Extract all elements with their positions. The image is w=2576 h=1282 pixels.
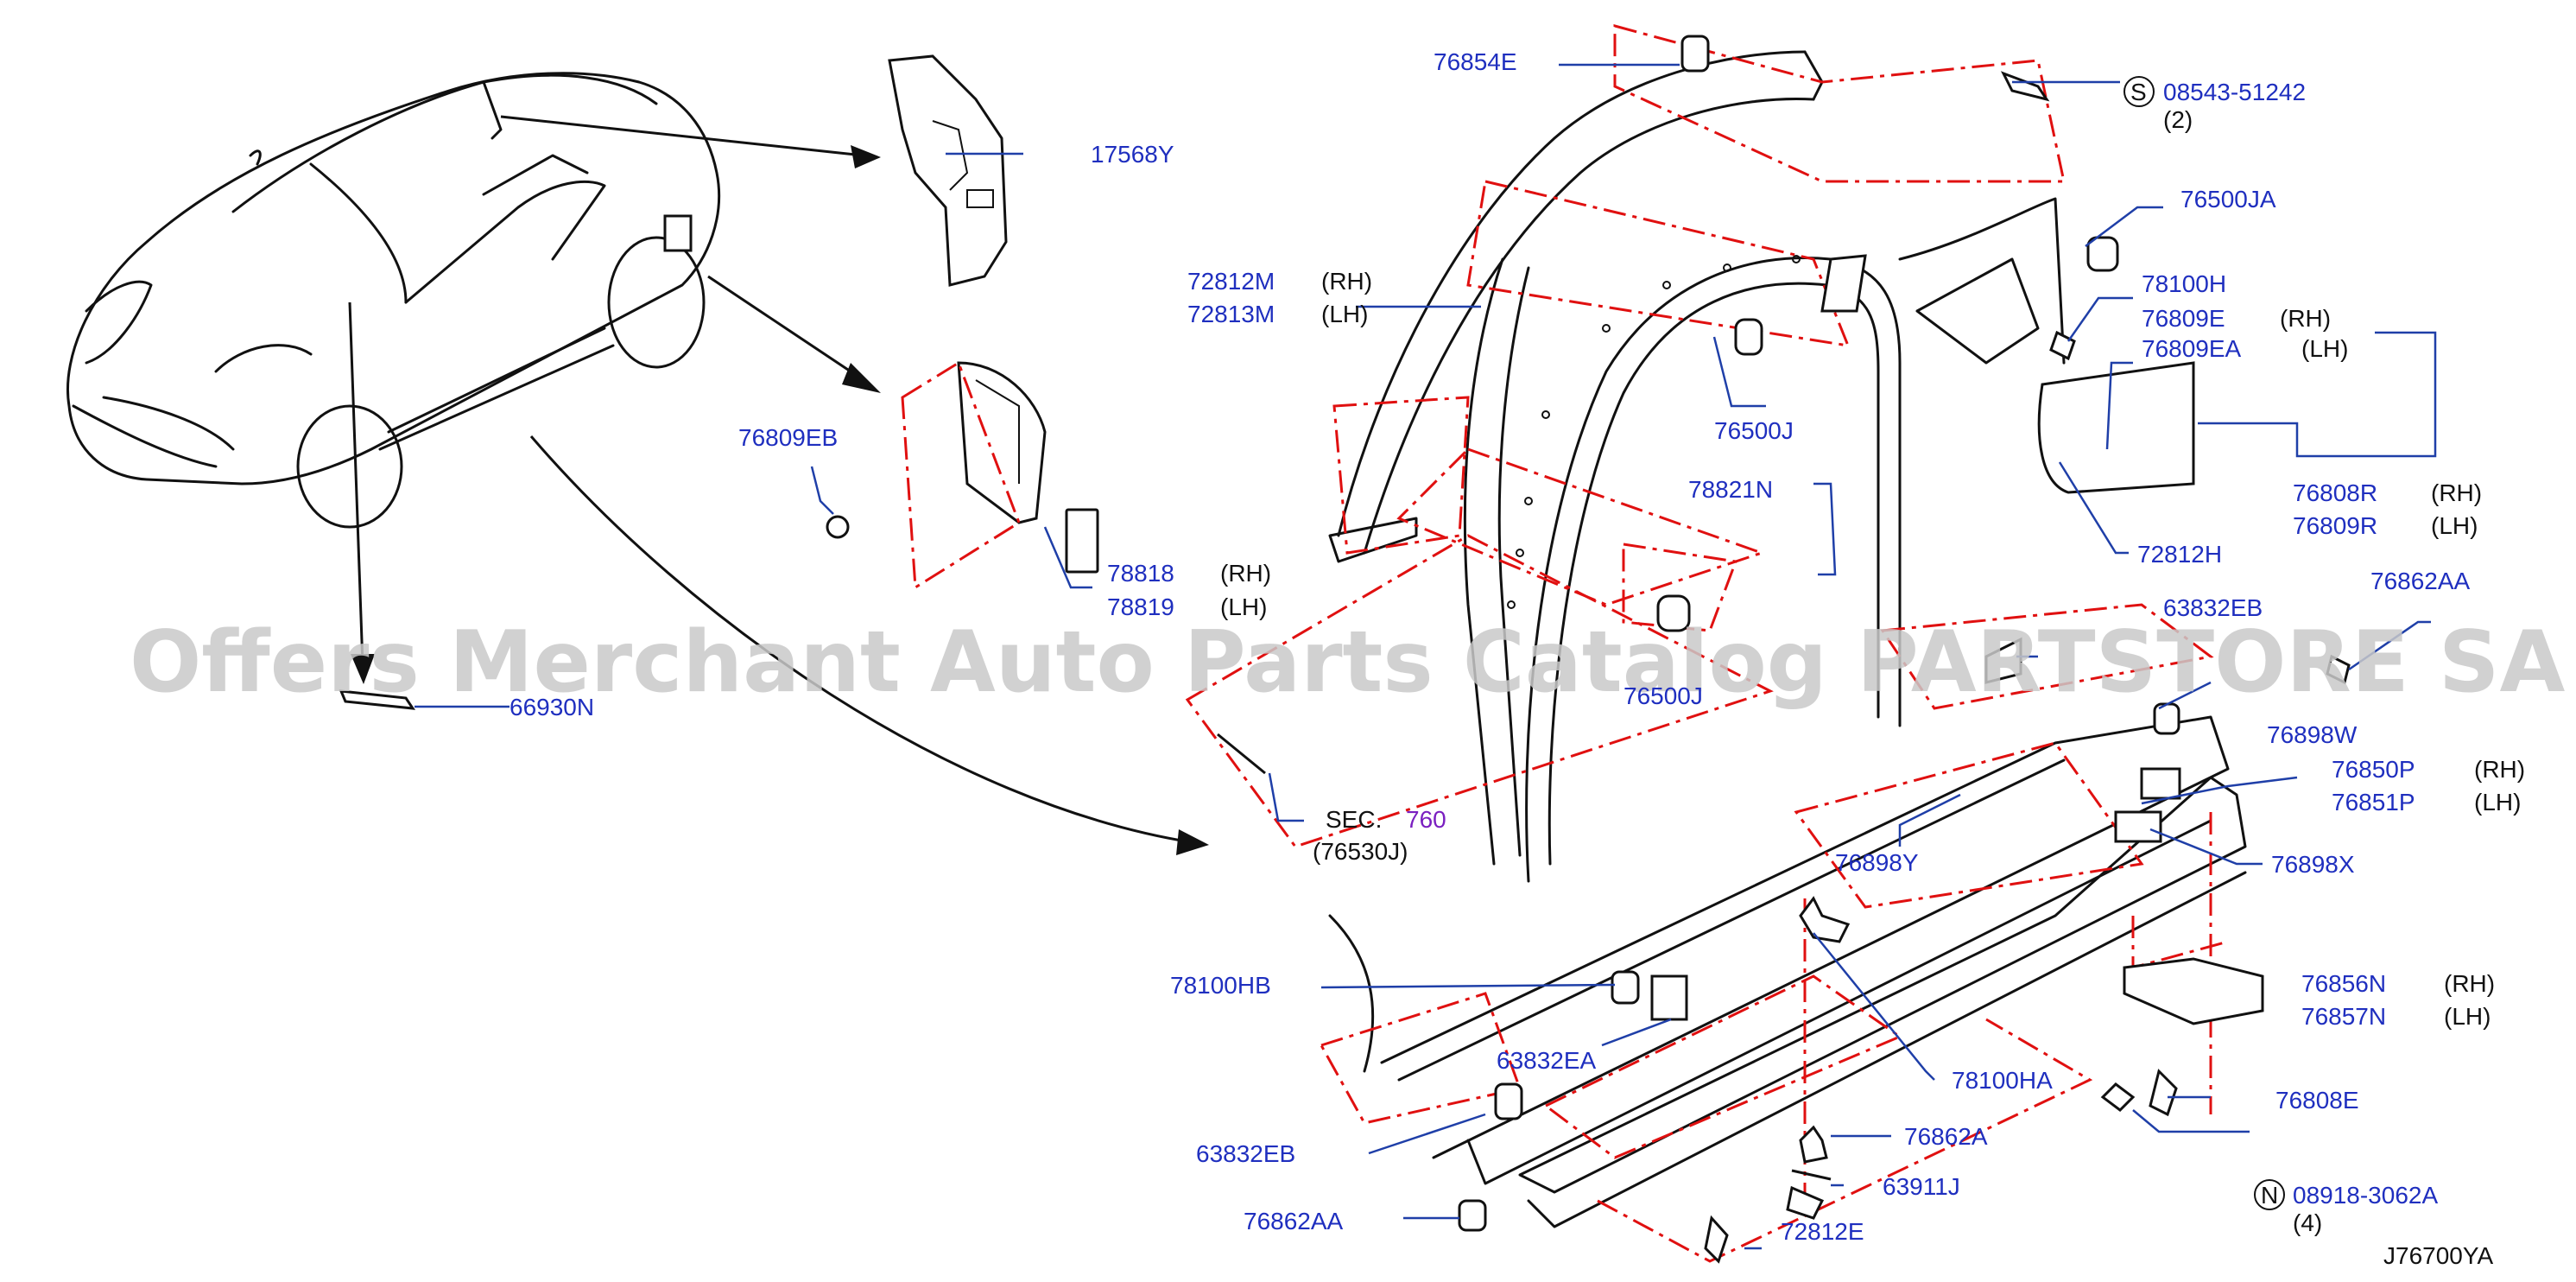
- label-76851P-lh: (LH): [2474, 789, 2521, 816]
- fasteners: [1065, 35, 2351, 1264]
- label-78100HB[interactable]: 78100HB: [1170, 972, 1271, 999]
- label-76857N[interactable]: 76857N: [2301, 1003, 2386, 1030]
- label-78818-rh: (RH): [1220, 560, 1271, 587]
- label-76857N-lh: (LH): [2444, 1003, 2491, 1030]
- label-76898X[interactable]: 76898X: [2271, 851, 2355, 878]
- label-72812E[interactable]: 72812E: [1781, 1218, 1864, 1245]
- label-76500JA[interactable]: 76500JA: [2180, 186, 2276, 213]
- label-76808R[interactable]: 76808R: [2293, 479, 2377, 506]
- label-76808E[interactable]: 76808E: [2275, 1087, 2359, 1114]
- label-76854E[interactable]: 76854E: [1434, 48, 1517, 75]
- overview-arrows: [348, 115, 1209, 855]
- label-63911J[interactable]: 63911J: [1883, 1173, 1960, 1200]
- part-66930N: [339, 689, 416, 710]
- label-76809R-lh: (LH): [2431, 512, 2478, 539]
- label-76856N-rh: (RH): [2444, 970, 2495, 997]
- label-78821N[interactable]: 78821N: [1688, 476, 1773, 503]
- label-78819[interactable]: 78819: [1107, 593, 1174, 620]
- label-76808R-rh: (RH): [2431, 479, 2482, 506]
- watermark-text: Offers Merchant Auto Parts Catalog PARTS…: [130, 613, 2565, 712]
- label-08543-qty: (2): [2163, 106, 2193, 133]
- label-78819-lh: (LH): [1220, 593, 1267, 620]
- label-08543-symbol: S: [2130, 79, 2147, 105]
- label-76862AA-lower[interactable]: 76862AA: [1244, 1208, 1344, 1234]
- label-76850P-rh: (RH): [2474, 756, 2525, 783]
- label-63832EB-lower[interactable]: 63832EB: [1196, 1140, 1295, 1167]
- diagram-code: J76700YA: [2383, 1242, 2493, 1269]
- label-78818[interactable]: 78818: [1107, 560, 1174, 587]
- standard-part-symbol-n: [2254, 1179, 2285, 1210]
- label-sec-76530J: (76530J): [1313, 838, 1408, 865]
- car-overview-drawing: [66, 72, 721, 529]
- label-08918-qty: (4): [2293, 1209, 2322, 1236]
- label-66930N[interactable]: 66930N: [510, 694, 594, 720]
- label-76898Y[interactable]: 76898Y: [1835, 849, 1919, 876]
- label-76809E-rh: (RH): [2280, 305, 2331, 332]
- label-76809EA-lh: (LH): [2301, 335, 2348, 362]
- standard-part-symbol-s: [2123, 76, 2155, 107]
- part-78818-bracket: [826, 360, 1047, 590]
- label-72813M[interactable]: 72813M: [1187, 301, 1275, 327]
- label-76850P[interactable]: 76850P: [2332, 756, 2415, 783]
- label-76856N[interactable]: 76856N: [2301, 970, 2386, 997]
- label-76851P[interactable]: 76851P: [2332, 789, 2415, 816]
- label-63832EB-upper[interactable]: 63832EB: [2163, 594, 2263, 621]
- leader-lines: [415, 63, 2437, 1250]
- part-labels: 76854E S 08543-51242 (2) 17568Y 76500JA …: [510, 48, 2525, 1269]
- label-76500J-upper[interactable]: 76500J: [1714, 417, 1794, 444]
- label-76809EB[interactable]: 76809EB: [738, 424, 838, 451]
- label-08918-symbol: N: [2261, 1182, 2278, 1209]
- label-sec-760[interactable]: 760: [1406, 806, 1446, 833]
- label-72812H[interactable]: 72812H: [2137, 541, 2222, 568]
- label-72813M-lh: (LH): [1321, 301, 1368, 327]
- label-78100H[interactable]: 78100H: [2142, 270, 2226, 297]
- label-08918-3062A[interactable]: 08918-3062A: [2293, 1182, 2438, 1209]
- label-76809EA[interactable]: 76809EA: [2142, 335, 2242, 362]
- label-76500J-lower[interactable]: 76500J: [1623, 682, 1703, 709]
- label-76898W[interactable]: 76898W: [2267, 721, 2358, 748]
- label-sec: SEC.: [1326, 806, 1382, 833]
- label-76809R[interactable]: 76809R: [2293, 512, 2377, 539]
- label-17568Y[interactable]: 17568Y: [1091, 141, 1174, 168]
- label-72812M[interactable]: 72812M: [1187, 268, 1275, 295]
- label-76809E[interactable]: 76809E: [2142, 305, 2225, 332]
- label-08543-51242[interactable]: 08543-51242: [2163, 79, 2306, 105]
- label-76862AA-upper[interactable]: 76862AA: [2370, 568, 2471, 594]
- label-76862A[interactable]: 76862A: [1904, 1123, 1988, 1150]
- label-72812M-rh: (RH): [1321, 268, 1372, 295]
- label-78100HA[interactable]: 78100HA: [1952, 1067, 2053, 1094]
- part-17568Y-bracket: [888, 54, 1008, 287]
- label-63832EA[interactable]: 63832EA: [1497, 1047, 1597, 1074]
